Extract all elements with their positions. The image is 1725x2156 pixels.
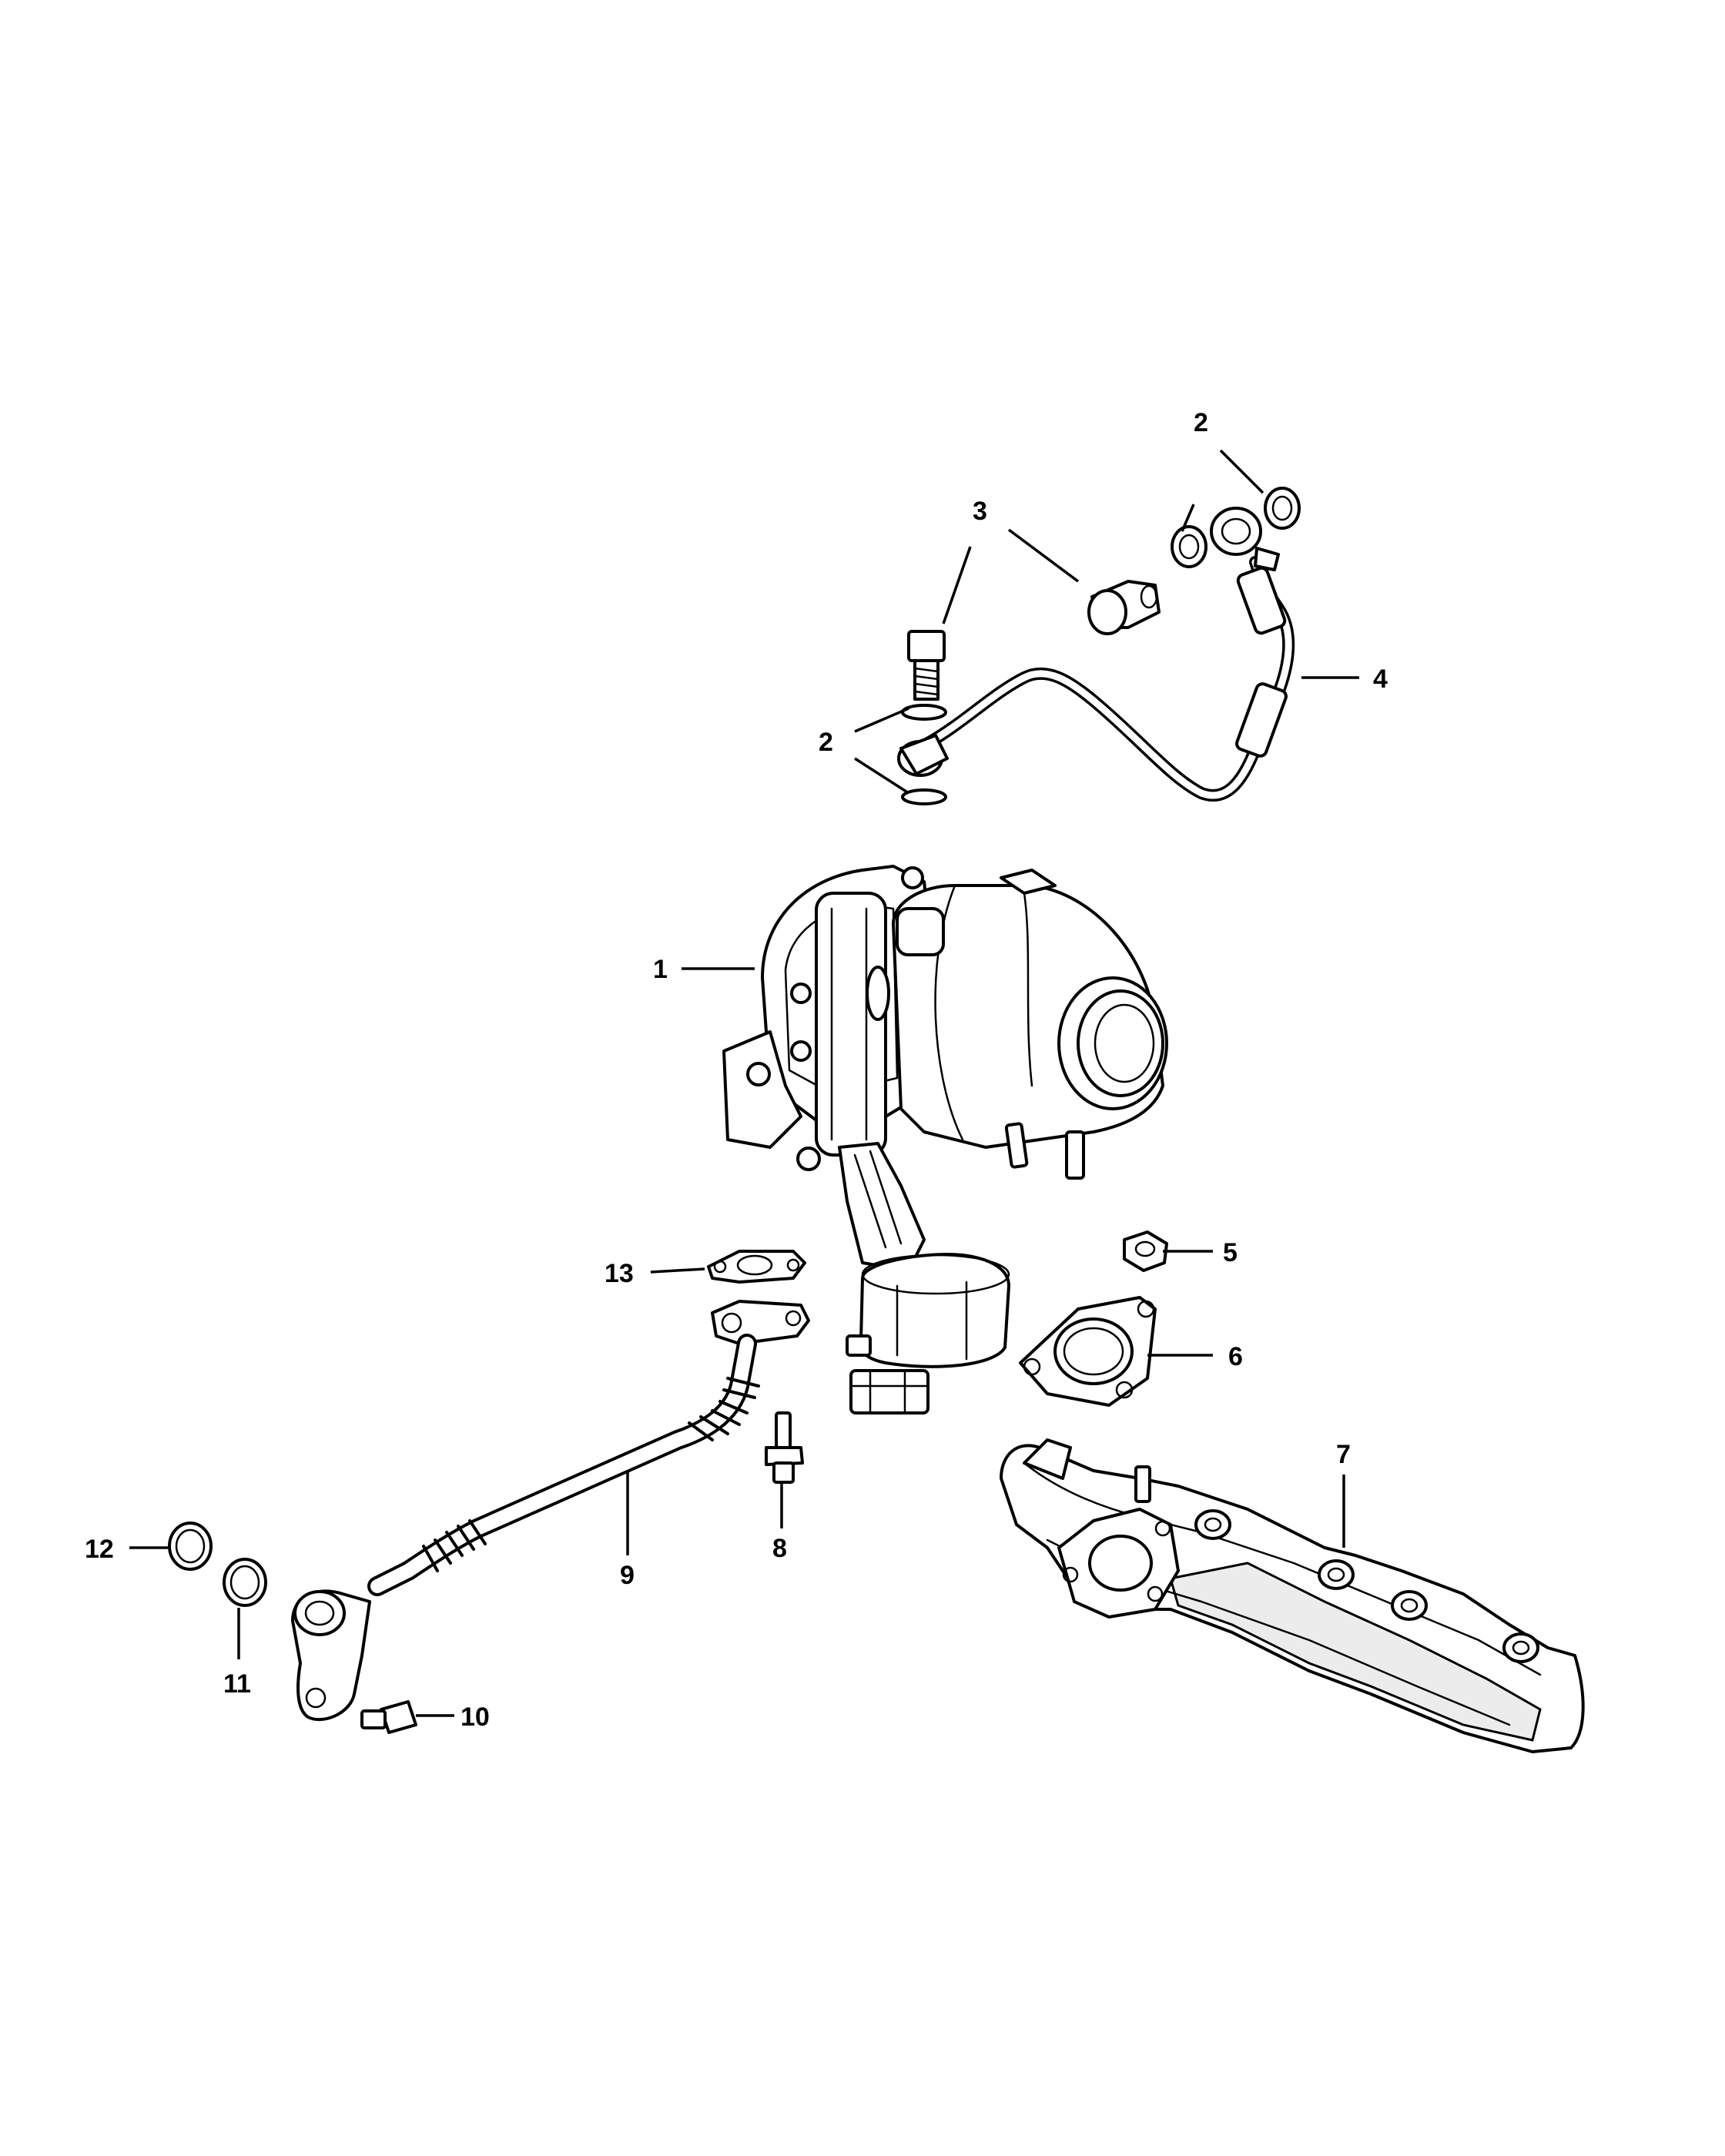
callout-8: 8 [772, 1534, 787, 1563]
oil-return-tube [291, 1300, 810, 1722]
callout-2-top: 2 [1194, 408, 1208, 437]
banjo-bolts [907, 580, 1161, 701]
oil-feed-tube [897, 507, 1295, 802]
stud [765, 1411, 804, 1484]
callout-13: 13 [605, 1259, 634, 1288]
callout-9: 9 [620, 1561, 635, 1590]
callout-10: 10 [461, 1702, 490, 1732]
turbocharger-assembly [722, 865, 1168, 1414]
callout-labels: 1 2 2 3 4 5 6 7 8 9 10 11 12 13 [85, 408, 1388, 1732]
sealing-washers [901, 487, 1301, 805]
callout-1: 1 [653, 955, 668, 984]
callout-5: 5 [1223, 1238, 1238, 1267]
callout-3: 3 [973, 497, 987, 526]
turbo-gasket [1019, 1296, 1157, 1407]
callout-11: 11 [223, 1669, 251, 1699]
o-rings [168, 1522, 267, 1607]
callout-2-left: 2 [819, 728, 833, 757]
leader-lines [129, 449, 1359, 1717]
exhaust-manifold [1000, 1438, 1585, 1753]
nut [1123, 1230, 1168, 1272]
callout-4: 4 [1373, 665, 1388, 694]
oil-return-gasket [707, 1250, 806, 1284]
callout-6: 6 [1228, 1342, 1243, 1371]
callout-12: 12 [85, 1535, 114, 1564]
callout-7: 7 [1336, 1440, 1351, 1469]
bolt [360, 1700, 417, 1734]
